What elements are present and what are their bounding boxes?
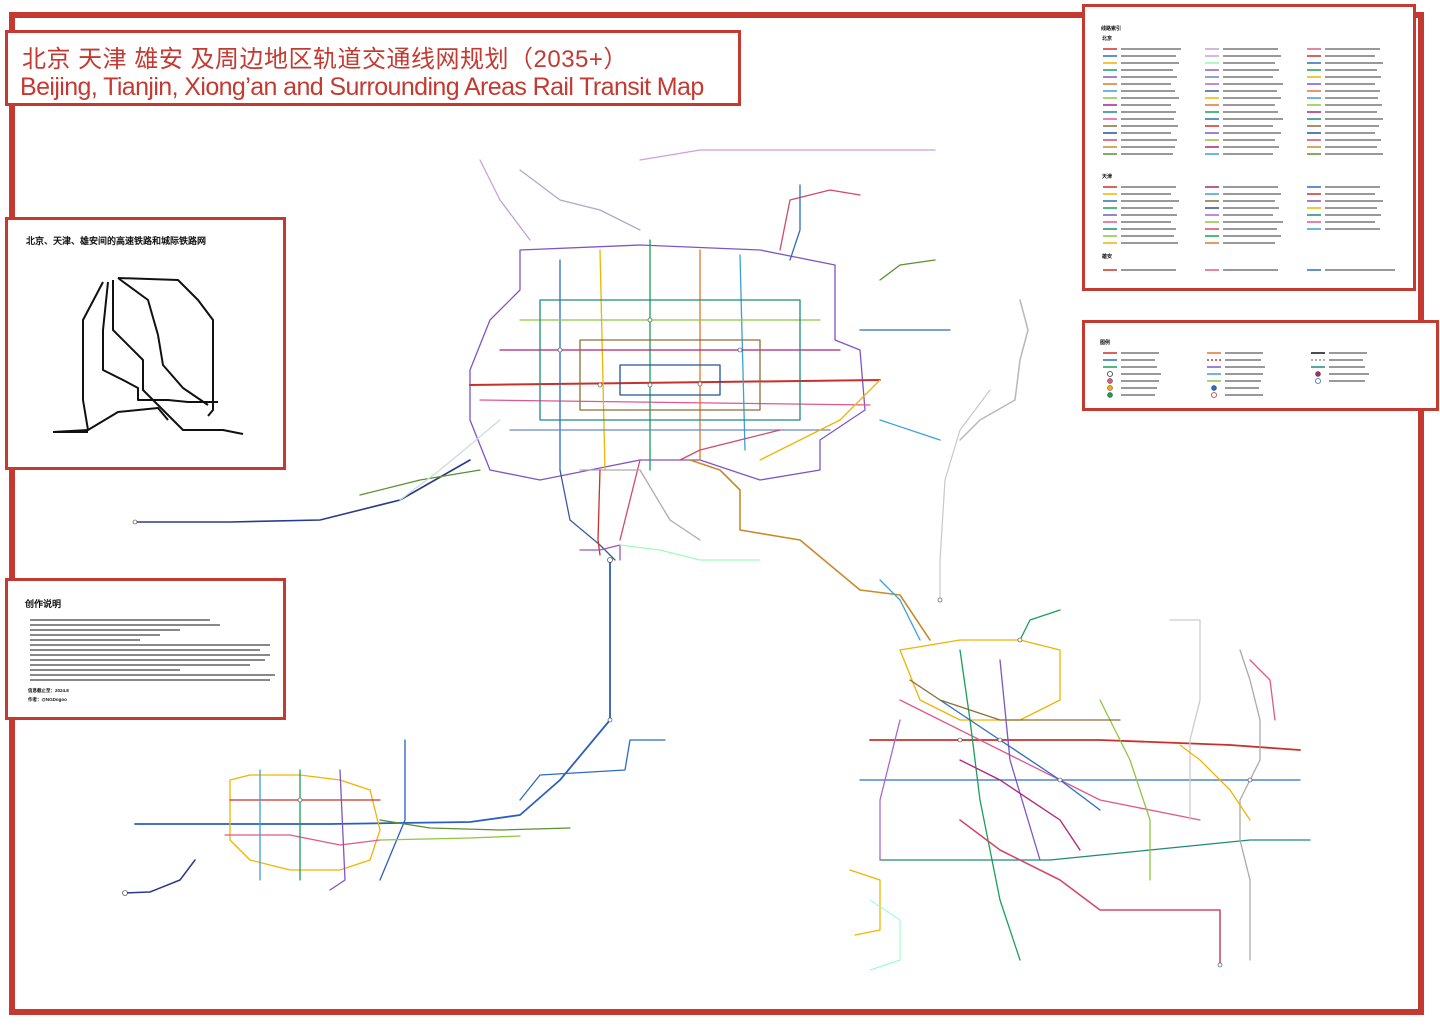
stations	[122, 317, 1253, 968]
title-chinese: 北京 天津 雄安 及周边地区轨道交通线网规划（2035+）	[22, 46, 628, 73]
title-english: Beijing, Tianjin, Xiong’an and Surroundi…	[20, 73, 704, 101]
note-line	[30, 674, 275, 676]
note-line	[30, 654, 270, 656]
note-line	[30, 649, 260, 651]
line-index-title: 线路索引	[1101, 26, 1122, 32]
line-index-swatches	[1103, 48, 1395, 271]
author-name: @NGDogoo	[41, 697, 67, 702]
note-line	[30, 659, 265, 661]
index-section-xiongan: 雄安	[1102, 254, 1113, 260]
xiongan-network	[124, 769, 571, 894]
index-section-tianjin: 天津	[1102, 174, 1113, 180]
note-line	[30, 624, 220, 626]
map-frame	[9, 12, 1424, 1015]
note-line	[30, 664, 250, 666]
note-line	[30, 679, 270, 681]
legend-panel: 图例	[1082, 320, 1439, 411]
note-line	[30, 619, 210, 621]
beijing-network	[134, 149, 1029, 641]
notes-title: 创作说明	[25, 599, 62, 609]
note-line	[30, 629, 180, 631]
note-line	[30, 639, 140, 641]
author: 作者：@NGDogoo	[28, 697, 67, 703]
notes-panel: 创作说明 信息截止至：2024.8 作者：@NGDogoo	[5, 578, 286, 720]
hsr-inset-panel: 北京、天津、雄安间的高速铁路和城际铁路网	[5, 217, 286, 470]
title-panel: 北京 天津 雄安 及周边地区轨道交通线网规划（2035+） Beijing, T…	[5, 30, 741, 106]
author-label: 作者：	[28, 697, 42, 702]
note-line	[30, 669, 180, 671]
index-section-beijing: 北京	[1102, 36, 1113, 42]
inset-title: 北京、天津、雄安间的高速铁路和城际铁路网	[26, 236, 207, 246]
info-date: 信息截止至：2024.8	[28, 688, 69, 693]
hsr-inset-map	[52, 277, 244, 435]
note-line	[30, 634, 160, 636]
legend-title: 图例	[1100, 340, 1111, 346]
note-line	[30, 644, 270, 646]
line-index-panel: 线路索引 北京 天津 雄安	[1082, 4, 1416, 291]
legend-symbols	[1103, 352, 1369, 398]
